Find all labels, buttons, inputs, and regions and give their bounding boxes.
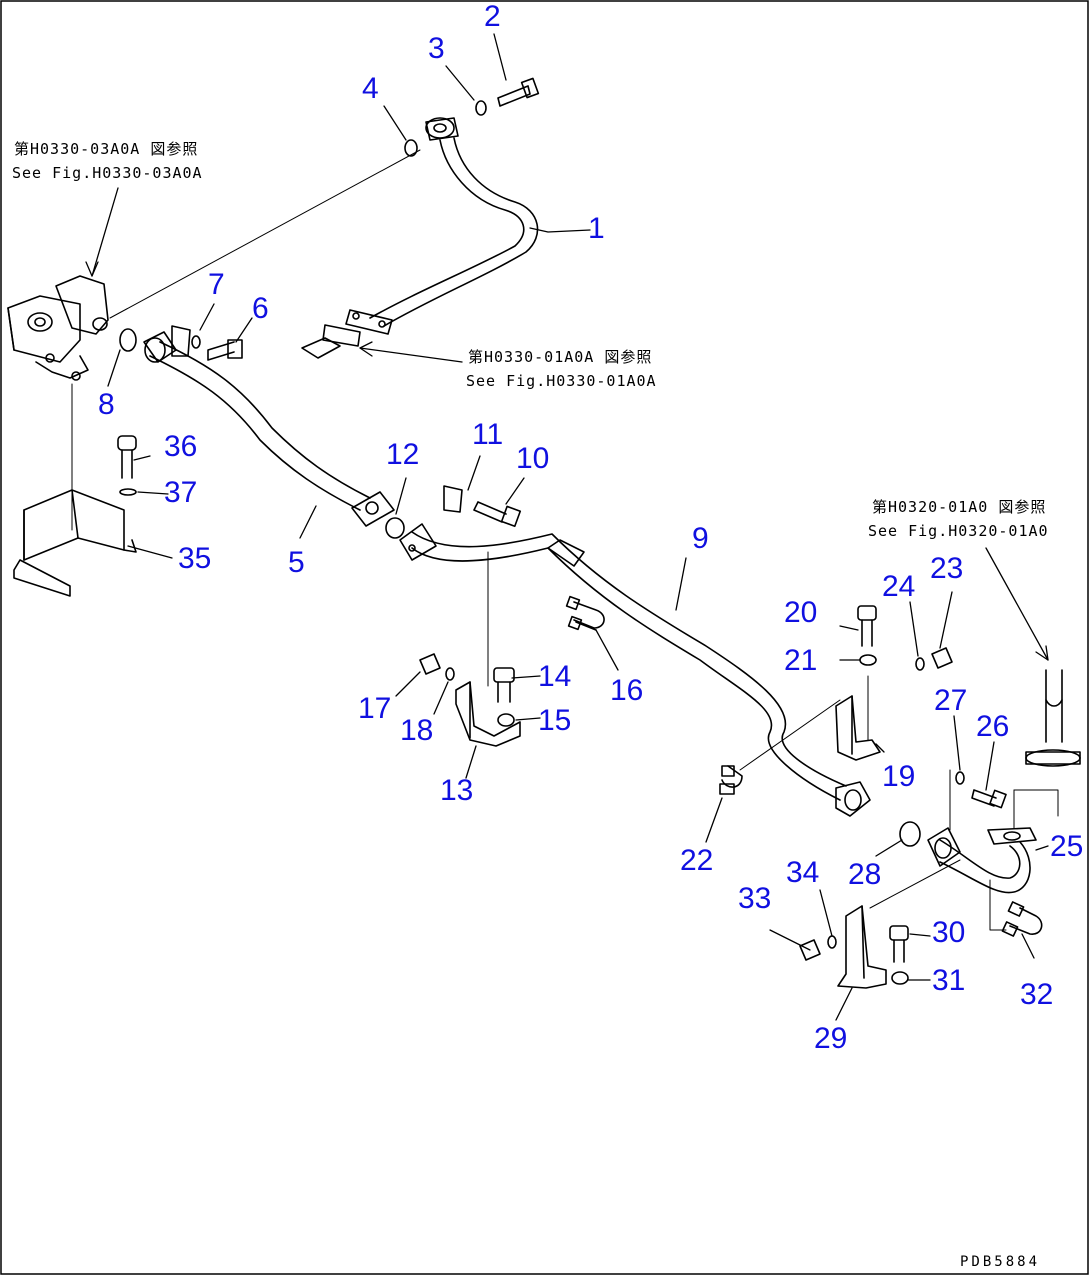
washer-27: [955, 771, 965, 785]
oring-8: [119, 328, 137, 352]
nut-33: [799, 939, 821, 961]
pipe-25: [927, 827, 1037, 894]
callout-36: 36: [164, 430, 198, 463]
oring-12: [385, 517, 405, 539]
callout-28: 28: [848, 858, 882, 891]
callout-27: 27: [934, 684, 968, 717]
pipe-5: [143, 331, 395, 527]
pipe-9: [399, 523, 871, 817]
callout-1: 1: [588, 212, 605, 245]
bracket-13: [455, 681, 521, 747]
connector-lower: [301, 337, 341, 359]
callout-13: 13: [440, 774, 474, 807]
bolt-30: [889, 925, 909, 941]
callout-20: 20: [784, 596, 818, 629]
callout-5: 5: [288, 546, 305, 579]
callout-12: 12: [386, 438, 420, 471]
ref-note-3-en: See Fig.H0320-01A0: [868, 522, 1049, 540]
pipe-1: [345, 117, 539, 335]
callout-19: 19: [882, 760, 916, 793]
callout-16: 16: [610, 674, 644, 707]
clamp-32: [1001, 901, 1043, 937]
callout-23: 23: [930, 552, 964, 585]
callout-7: 7: [208, 268, 225, 301]
ref-note-1-en: See Fig.H0330-03A0A: [12, 164, 203, 182]
callout-29: 29: [814, 1022, 848, 1055]
bolt-2: [497, 85, 531, 107]
callout-6: 6: [252, 292, 269, 325]
ref-note-1-jp: 第H0330-03A0A 図参照: [14, 140, 199, 158]
callout-3: 3: [428, 32, 445, 65]
nut-23: [931, 647, 953, 669]
plate-11: [443, 485, 463, 513]
callout-15: 15: [538, 704, 572, 737]
bracket-29: [837, 905, 887, 989]
valve-block: [7, 275, 109, 381]
washer-31: [891, 971, 909, 985]
callout-33: 33: [738, 882, 772, 915]
nut-17: [419, 653, 441, 675]
connector-upper: [1025, 669, 1081, 767]
callout-22: 22: [680, 844, 714, 877]
washer-37: [119, 488, 137, 496]
drawing-code: PDB5884: [960, 1254, 1041, 1270]
callout-34: 34: [786, 856, 820, 889]
callout-10: 10: [516, 442, 550, 475]
washer-3: [475, 100, 487, 116]
bolt-36: [117, 435, 137, 451]
callout-9: 9: [692, 522, 709, 555]
clamp-22: [719, 765, 743, 795]
washer-34: [827, 935, 837, 949]
callout-31: 31: [932, 964, 966, 997]
callout-25: 25: [1050, 830, 1084, 863]
callout-21: 21: [784, 644, 818, 677]
callout-4: 4: [362, 72, 379, 105]
callout-8: 8: [98, 388, 115, 421]
callout-14: 14: [538, 660, 572, 693]
bolt-6: [207, 341, 235, 361]
callout-18: 18: [400, 714, 434, 747]
ref-note-3-jp: 第H0320-01A0 図参照: [872, 498, 1047, 516]
callout-35: 35: [178, 542, 212, 575]
washer-24: [915, 657, 925, 671]
callout-37: 37: [164, 476, 198, 509]
plate-7: [171, 325, 191, 357]
callout-2: 2: [484, 0, 501, 33]
callout-30: 30: [932, 916, 966, 949]
washer-15: [497, 713, 515, 727]
washer-18: [445, 667, 455, 681]
bracket-19: [835, 695, 881, 761]
washer-21: [859, 654, 877, 666]
bolt-10: [473, 501, 507, 523]
callout-11: 11: [472, 418, 504, 451]
oring-28: [899, 821, 921, 847]
oring-4: [404, 139, 418, 157]
ref-note-2-en: See Fig.H0330-01A0A: [466, 372, 657, 390]
bracket-35: [13, 489, 137, 597]
callout-26: 26: [976, 710, 1010, 743]
bolt-14: [493, 667, 515, 683]
callout-17: 17: [358, 692, 392, 725]
callout-24: 24: [882, 570, 916, 603]
ref-note-2-jp: 第H0330-01A0A 図参照: [468, 348, 653, 366]
bolt-20: [857, 605, 877, 621]
callout-32: 32: [1020, 978, 1054, 1011]
clamp-16: [565, 595, 605, 631]
